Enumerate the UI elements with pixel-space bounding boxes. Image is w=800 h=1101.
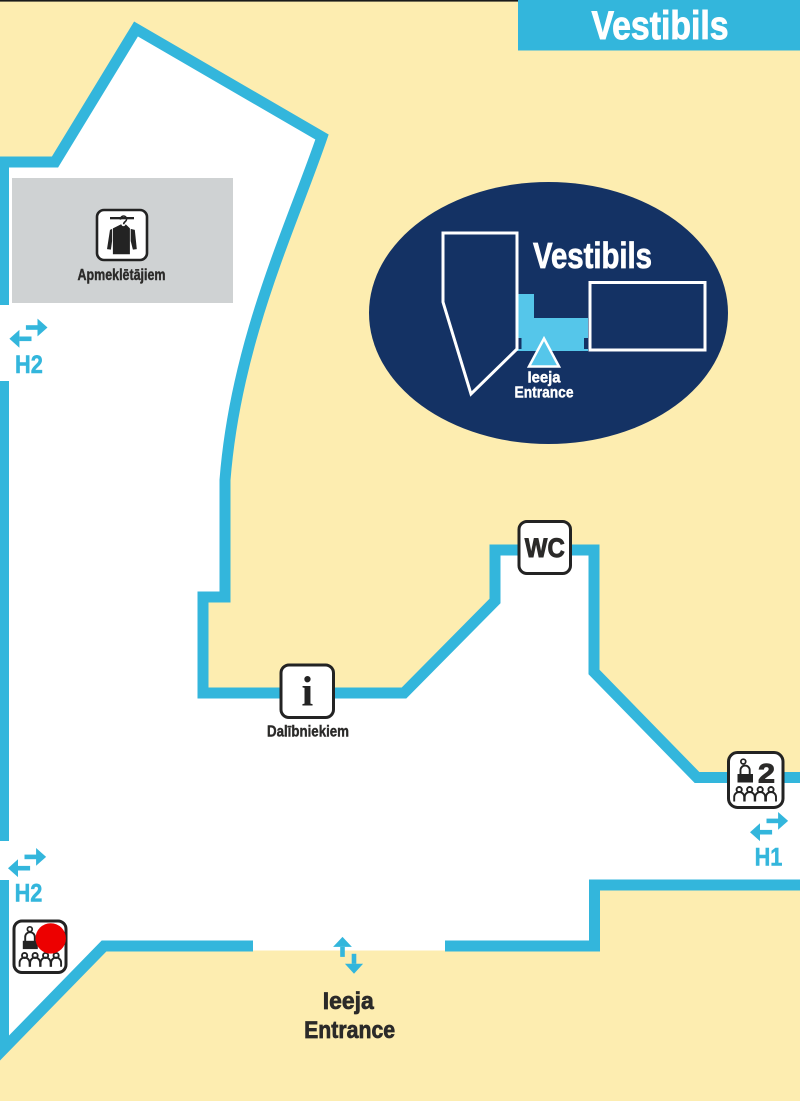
svg-text:Ieeja: Ieeja	[528, 370, 561, 387]
svg-text:i: i	[301, 670, 313, 716]
svg-text:Apmeklētājiem: Apmeklētājiem	[78, 267, 166, 284]
svg-text:WC: WC	[525, 533, 565, 563]
svg-text:Ieeja: Ieeja	[323, 988, 375, 1015]
svg-text:Vestibils: Vestibils	[592, 4, 729, 48]
svg-text:Entrance: Entrance	[304, 1017, 395, 1044]
svg-text:2: 2	[758, 759, 775, 789]
svg-text:Entrance: Entrance	[515, 385, 574, 402]
svg-text:Vestibils: Vestibils	[533, 235, 652, 276]
svg-text:Dalībniekiem: Dalībniekiem	[267, 724, 349, 741]
svg-text:H2: H2	[15, 880, 43, 908]
svg-text:H1: H1	[755, 844, 783, 872]
svg-text:H2: H2	[15, 351, 43, 379]
